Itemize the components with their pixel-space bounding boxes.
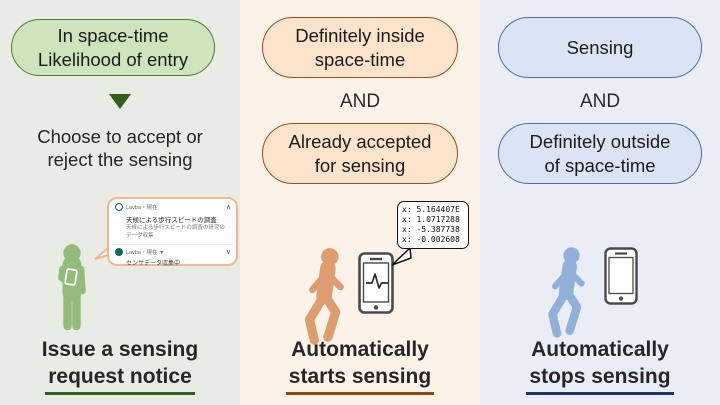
pill-inside-line2: space-time — [314, 48, 406, 70]
and-label: AND — [579, 91, 621, 112]
notification-divider — [112, 243, 233, 245]
pill-likelihood-of-entry: In space-time Likelihood of entry — [11, 19, 215, 76]
notification-body-2: センサデータ収集中 — [126, 260, 181, 267]
pill-sensing-label: Sensing — [566, 36, 634, 58]
caption-starts-sensing: Automatically starts sensing — [240, 336, 480, 395]
pill-accepted-line1: Already accepted — [288, 131, 432, 153]
pill-outside-line2: of space-time — [544, 154, 656, 176]
notification-app-label-1: Lavba・現在 — [126, 205, 158, 211]
sensor-bubble-tail — [391, 246, 412, 266]
sensor-readout-bubble: x: 5.164407E x: 1.0717288 x: -5.387738 x… — [397, 201, 469, 249]
sensor-line: x: -5.387738 — [402, 225, 460, 234]
pill-accepted-line2: for sensing — [314, 154, 406, 176]
pill-sensing: Sensing — [498, 17, 702, 78]
pill-definitely-outside: Definitely outside of space-time — [498, 123, 702, 184]
person-walking-icon — [304, 248, 344, 345]
chevron-down-icon: ∨ — [225, 248, 231, 256]
pill-definitely-inside: Definitely inside space-time — [262, 17, 458, 78]
notification-bubble: Lavba・現在 ∧ 天候による歩行スピードの調査 天候による歩行スピードの調査… — [107, 197, 238, 267]
notification-card-1-header: Lavba・現在 ∧ — [115, 203, 231, 211]
and-label: AND — [339, 91, 381, 112]
notification-body-1: 天候による歩行スピードの調査の研究のデータ収集 — [126, 225, 225, 239]
notification-app-label-2: Lavba・現在 ▼ — [126, 250, 165, 257]
sensor-line: x: -0.002608 — [402, 235, 460, 244]
caption-issue-line2: request notice — [45, 363, 195, 395]
caption-stops-line1: Automatically — [531, 338, 669, 361]
notification-title-1: 天候による歩行スピードの調査 — [126, 216, 217, 224]
caption-issue-request: Issue a sensing request notice — [0, 336, 240, 395]
choose-step-line2: reject the sensing — [47, 149, 193, 171]
pill-likelihood-line1: In space-time — [57, 25, 169, 47]
down-arrow-icon — [109, 94, 131, 109]
pill-likelihood-line2: Likelihood of entry — [37, 48, 189, 70]
app-dot-icon — [115, 248, 123, 257]
phone-idle-icon — [604, 247, 638, 305]
person-walking-icon — [548, 247, 585, 338]
column-starts-sensing: Definitely inside space-time AND Already… — [240, 0, 480, 405]
caption-starts-line1: Automatically — [291, 338, 429, 361]
column-stops-sensing: Sensing AND Definitely outside of space-… — [480, 0, 720, 405]
choose-step-text: Choose to accept or reject the sensing — [0, 125, 240, 171]
column-request-notice: In space-time Likelihood of entry Choose… — [0, 0, 240, 405]
caption-stops-line2: stops sensing — [526, 363, 674, 395]
app-ring-icon — [115, 203, 123, 211]
sensor-line: x: 1.0717288 — [402, 215, 460, 224]
notification-card-2-header: Lavba・現在 ▼ ∨ — [115, 248, 231, 257]
choose-step-line1: Choose to accept or — [37, 126, 203, 147]
sensor-line: x: 5.164407E — [402, 205, 460, 214]
caption-stops-sensing: Automatically stops sensing — [480, 336, 720, 395]
caption-starts-line2: starts sensing — [285, 363, 435, 395]
pill-outside-line1: Definitely outside — [529, 131, 671, 153]
pill-already-accepted: Already accepted for sensing — [262, 123, 458, 184]
pill-inside-line1: Definitely inside — [295, 25, 425, 47]
chevron-up-icon: ∧ — [225, 203, 231, 211]
phone-sensing-icon — [358, 252, 394, 314]
caption-issue-line1: Issue a sensing — [41, 338, 199, 361]
person-standing-with-phone-icon — [58, 244, 86, 331]
